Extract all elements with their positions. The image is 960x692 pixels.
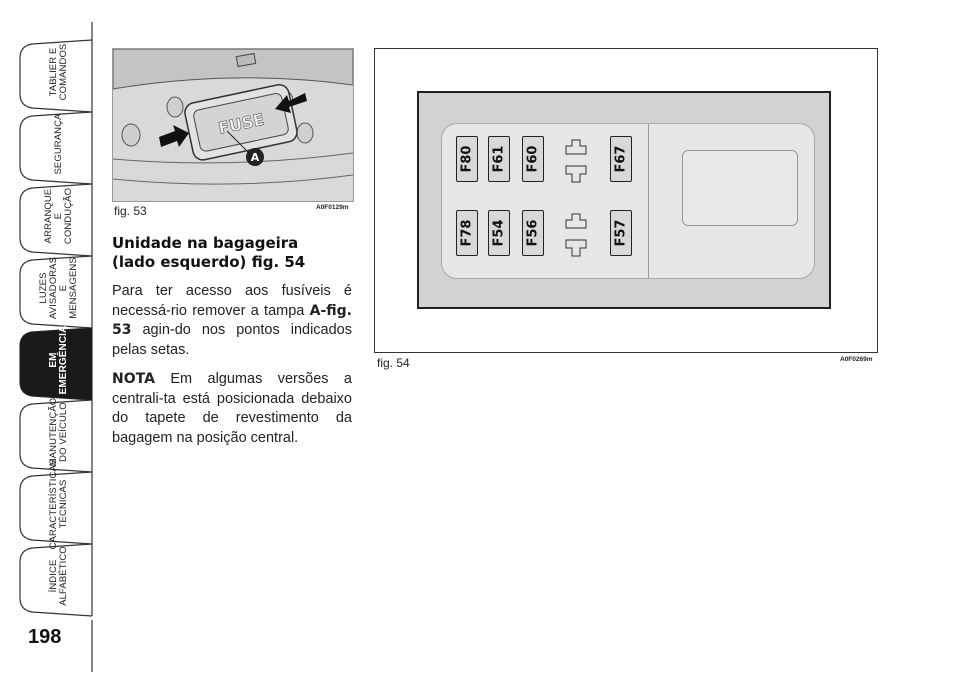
fig53-code: A0F0129m	[316, 204, 349, 211]
fuse-panel: F80 F61 F60 F67 F78 F54 F56 F57	[441, 123, 815, 279]
fuse-f60: F60	[522, 136, 544, 182]
trunk-fuse-cover-drawing: FUSE A	[113, 49, 353, 201]
fuse-f54: F54	[488, 210, 510, 256]
tab-arranque-conducao[interactable]: ARRANQUE E CONDUÇÃO	[43, 187, 74, 245]
tab-caracteristicas-tecnicas[interactable]: CARACTERÍSTICAS TÉCNICAS	[48, 458, 69, 550]
fig-reference: A-fig. 53	[112, 302, 352, 339]
paragraph-access: Para ter acesso aos fusíveis é necessá-r…	[112, 283, 352, 358]
note-label: NOTA	[112, 371, 155, 387]
fuse-f80: F80	[456, 136, 478, 182]
fuse-f78: F78	[456, 210, 478, 256]
fuse-f61: F61	[488, 136, 510, 182]
fig53-illustration: FUSE A	[112, 48, 354, 202]
fig54-code: A0F0269m	[840, 356, 873, 363]
tabs-outline	[19, 22, 93, 672]
fuse-f57: F57	[610, 210, 632, 256]
fuse-f56: F56	[522, 210, 544, 256]
tab-luzes-avisadoras[interactable]: LUZES AVISADORAS E MENSAGENS	[38, 256, 79, 320]
fuse-box: F80 F61 F60 F67 F78 F54 F56 F57	[417, 91, 831, 309]
panel-divider	[648, 124, 649, 278]
fig54-caption: fig. 54	[377, 356, 410, 370]
section-title: Unidade na bagageira (lado esquerdo) fig…	[112, 234, 306, 271]
fuse-f67: F67	[610, 136, 632, 182]
fig53-caption: fig. 53	[114, 204, 147, 218]
paragraph-note: NOTA Em algumas versões a centrali-ta es…	[112, 371, 352, 446]
tab-tablier-comandos[interactable]: TABLIER E COMANDOS	[48, 43, 69, 101]
empty-fuse-slots	[565, 139, 587, 257]
tab-indice-alfabetico[interactable]: ÍNDICE ALFABÉTICO	[48, 546, 69, 606]
fig54-illustration: F80 F61 F60 F67 F78 F54 F56 F57	[374, 48, 878, 353]
relay-window	[682, 150, 798, 226]
page-number: 198	[28, 626, 62, 648]
marker-a: A	[251, 151, 260, 164]
article: Unidade na bagageira (lado esquerdo) fig…	[112, 234, 352, 448]
chapter-tabs: TABLIER E COMANDOS SEGURANÇA ARRANQUE E …	[0, 0, 100, 692]
tab-seguranca[interactable]: SEGURANÇA	[53, 113, 64, 175]
tab-manutencao-veiculo[interactable]: MANUTENÇÃO DO VEÍCULO	[48, 397, 69, 467]
tab-em-emergencia[interactable]: EM EMERGÊNCIA	[48, 325, 69, 395]
